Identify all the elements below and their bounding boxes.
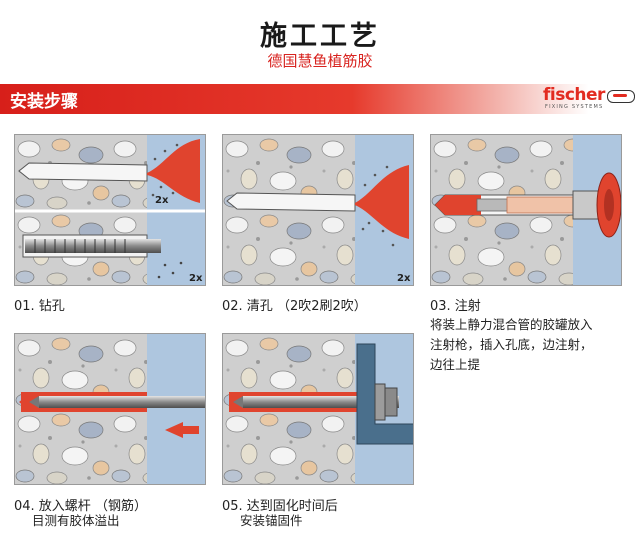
step-3-desc-line: 将装上静力混合管的胶罐放入 — [430, 317, 593, 332]
step-2-caption: 02. 清孔 （2吹2刷2吹） — [222, 299, 367, 314]
step-3-desc-line: 边往上提 — [430, 357, 481, 372]
section-header-bar: 安装步骤 — [0, 84, 640, 114]
step-4-caption: 04. 放入螺杆 （钢筋） — [14, 499, 147, 514]
brand-tagline: FIXING SYSTEMS — [545, 104, 604, 110]
repeat-badge: 2x — [155, 195, 169, 206]
step-1-illustration: 2x 2x — [14, 134, 206, 286]
repeat-badge: 2x — [397, 273, 411, 284]
step-3-description: 将装上静力混合管的胶罐放入 注射枪，插入孔底，边注射， 边往上提 — [430, 315, 593, 375]
step-4-illustration — [14, 333, 206, 485]
page-subtitle: 德国慧鱼植筋胶 — [267, 52, 373, 70]
step-1-caption: 01. 钻孔 — [14, 299, 65, 314]
step-5-illustration — [222, 333, 414, 485]
repeat-badge: 2x — [189, 273, 203, 284]
step-3-caption: 03. 注射 — [430, 299, 481, 314]
step-5-description: 安装锚固件 — [240, 511, 303, 531]
brand-name: fischer — [543, 85, 605, 105]
section-title: 安装步骤 — [10, 92, 78, 112]
step-2-illustration: 2x — [222, 134, 414, 286]
fischer-logo: fischer FIXING SYSTEMS — [543, 85, 635, 113]
page-title: 施工工艺 — [260, 21, 380, 52]
step-3-illustration — [430, 134, 622, 286]
step-5-desc-line: 安装锚固件 — [240, 513, 303, 528]
brand-mark-icon — [607, 90, 635, 103]
step-4-description: 目测有胶体溢出 — [32, 511, 120, 531]
step-5-caption: 05. 达到固化时间后 — [222, 499, 338, 514]
step-3-desc-line: 注射枪，插入孔底，边注射， — [430, 337, 593, 352]
step-4-desc-line: 目测有胶体溢出 — [32, 513, 120, 528]
